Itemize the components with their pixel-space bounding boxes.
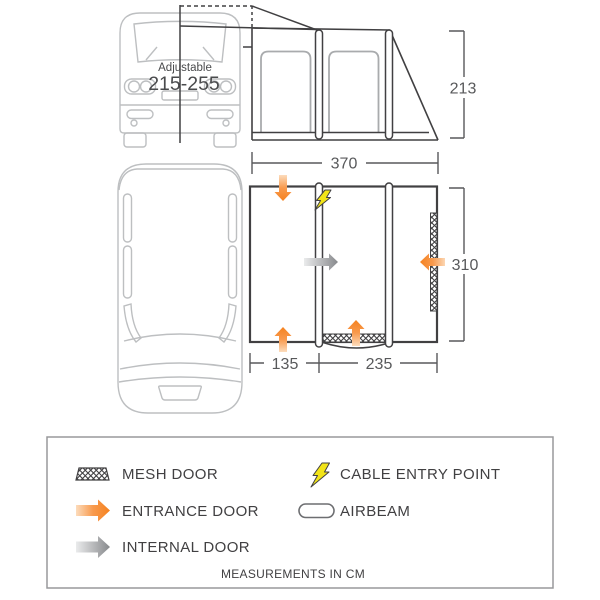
van-foglight-right: [206, 109, 234, 120]
van-top-rail: [227, 193, 238, 243]
van-rear-window: [133, 20, 227, 63]
van-bumper-detail: [130, 119, 138, 127]
dim-width-label: 370: [331, 156, 358, 173]
van-headlight-right: [203, 78, 237, 95]
van-headlight-left-lamp: [139, 80, 153, 93]
dim-height-label: 213: [450, 81, 477, 98]
entrance-door-arrow-top: [274, 175, 292, 201]
van-headlight-right-lamp: [219, 80, 233, 93]
legend: MESH DOOR CABLE ENTRY POINT ENTRANCE DOO…: [46, 436, 554, 589]
legend-label-entrance-door: ENTRANCE DOOR: [122, 503, 259, 520]
dimension-depth-310: 310: [445, 187, 484, 342]
side-window-left: [260, 50, 312, 132]
van-wiper-right: [202, 46, 215, 61]
cable-entry-point-bolt: [314, 189, 332, 211]
van-bumper-detail: [222, 119, 230, 127]
dim-left-section-label: 135: [272, 356, 299, 373]
van-headlight-left: [123, 78, 157, 95]
van-top-rail: [227, 245, 238, 299]
van-top-pillar-left: [123, 303, 142, 343]
legend-label-internal-door: INTERNAL DOOR: [122, 539, 250, 556]
van-wiper-left: [145, 46, 158, 61]
side-roof-line: [251, 27, 391, 31]
entrance-door-icon: [76, 499, 110, 522]
dim-depth-label: 310: [452, 257, 479, 274]
van-top-grille: [157, 385, 203, 401]
van-top-windshield: [123, 333, 237, 342]
legend-label-airbeam: AIRBEAM: [340, 503, 410, 520]
legend-label-mesh-door: MESH DOOR: [122, 466, 218, 483]
van-top-body: [117, 163, 243, 414]
van-top-rear-band: [118, 168, 242, 191]
plan-airbeam-2: [384, 182, 394, 348]
van-rear-body: [119, 12, 241, 134]
cable-entry-point-icon: [310, 462, 330, 488]
van-headlight-right-lamp: [207, 80, 221, 93]
side-airbeam-front: [314, 29, 324, 140]
van-top-hood: [119, 362, 241, 370]
side-airbeam-rear: [384, 29, 394, 140]
entrance-door-arrow-bottom-mid: [347, 320, 365, 346]
van-top-pillar-right: [218, 303, 237, 343]
airbeam-icon: [298, 503, 335, 519]
legend-label-cable-entry: CABLE ENTRY POINT: [340, 466, 500, 483]
van-wheel-right: [213, 132, 237, 148]
van-top-rail: [122, 193, 133, 243]
mesh-door-icon: [75, 467, 110, 481]
van-top-bumper: [118, 376, 242, 383]
van-top-rail: [122, 245, 133, 299]
adjustable-label: Adjustable: [158, 62, 212, 74]
awning-floor-plan: [248, 175, 446, 352]
awning-side-view: [251, 27, 439, 141]
entrance-door-arrow-bottom-left: [274, 327, 292, 352]
internal-door-icon: [76, 536, 110, 558]
van-headlight-left-lamp: [127, 80, 141, 93]
floorplan-walls: [248, 185, 439, 344]
dim-right-section-label: 235: [366, 356, 393, 373]
sleeve-slope: [251, 5, 318, 31]
side-rear-slope: [389, 30, 439, 141]
side-window-right: [328, 50, 380, 132]
van-foglight-left: [126, 109, 154, 120]
dimension-front-sections: 135 235: [249, 353, 438, 373]
door-arc: [322, 341, 391, 349]
dimension-height-213: 213: [445, 30, 482, 139]
van-top-view: [117, 163, 243, 414]
dimension-width-370: 370: [251, 152, 439, 174]
legend-note: MEASUREMENTS IN CM: [221, 567, 365, 581]
entrance-door-arrow-right: [420, 253, 446, 271]
internal-door-arrow: [304, 253, 338, 271]
van-wheel-left: [123, 132, 147, 148]
adjustable-range: 215-255: [148, 73, 220, 95]
